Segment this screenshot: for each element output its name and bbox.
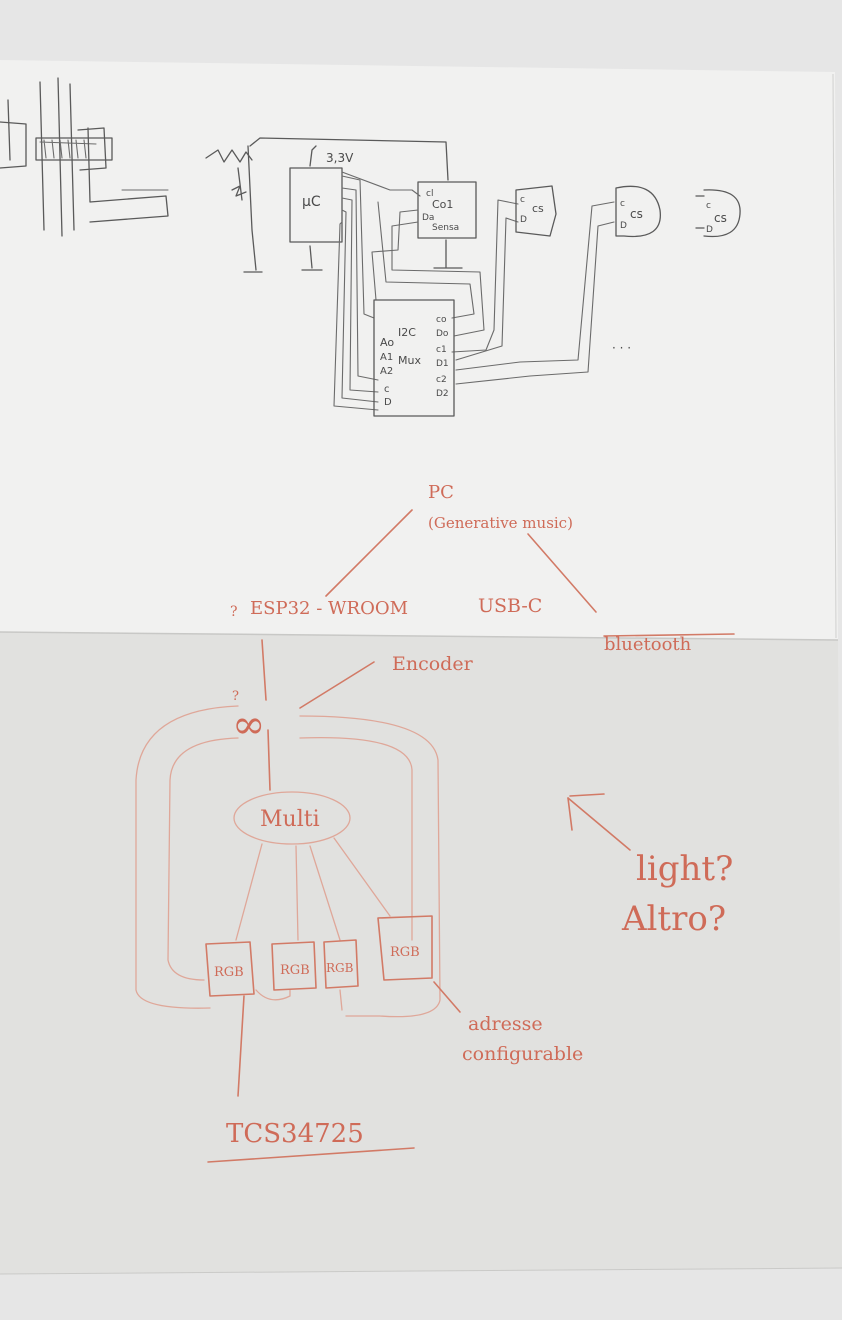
mux-pin-co: co: [436, 315, 447, 325]
tcs34725-label: TCS34725: [226, 1119, 364, 1149]
usb-c-label: USB-C: [478, 595, 542, 617]
tcs-c-label: cs: [714, 211, 727, 225]
tcs-c-pin-d: D: [706, 225, 713, 235]
multi-label: Multi: [260, 807, 320, 832]
mux-pin-a0: Ao: [380, 336, 394, 349]
tcs-a-pin-c: c: [520, 195, 525, 205]
infinity-symbol: ∞: [232, 702, 265, 748]
esp-question: ?: [230, 604, 238, 620]
mux-pin-d2: D2: [436, 389, 449, 399]
rgb-label-3: RGB: [326, 961, 354, 975]
system-labels: PC (Generative music) ? ESP32 - WROOM US…: [214, 482, 733, 1149]
rgb-label-1: RGB: [214, 965, 244, 980]
mux-pin-d: D: [384, 397, 392, 408]
tcs-b-pin-d: D: [620, 221, 627, 231]
mux-pin-a1: A1: [380, 352, 393, 363]
mux-label-i2c: I2C: [398, 326, 416, 339]
rgb-label-2: RGB: [280, 963, 310, 978]
bluetooth-label: bluetooth: [604, 634, 692, 655]
circuit-labels: 3,3V µC cl Co1 Da Sensa c D cs c D cs c …: [302, 151, 727, 408]
circuit-sketch: [205, 137, 741, 417]
esp32-label: ESP32 - WROOM: [250, 598, 408, 619]
sensor-pin-2: Co1: [432, 198, 453, 211]
pc-sub-label: (Generative music): [428, 514, 573, 532]
mux-label-mux: Mux: [398, 354, 421, 367]
tcs-a-pin-d: D: [520, 215, 527, 225]
mux-pin-c: c: [384, 384, 390, 395]
tcs-b-label: cs: [630, 207, 643, 221]
encoder-label: Encoder: [392, 653, 474, 675]
light-label: light?: [636, 849, 733, 889]
system-sketch: [135, 509, 735, 1163]
mux-pin-c2: c2: [436, 375, 447, 385]
mux-pin-c1: c1: [436, 345, 447, 355]
mux-pin-a2: A2: [380, 366, 393, 377]
supply-voltage-label: 3,3V: [326, 151, 354, 165]
tcs-b-pin-c: c: [620, 199, 625, 209]
pc-label: PC: [428, 482, 454, 503]
tcs-c-pin-c: c: [706, 201, 711, 211]
configurable-label: configurable: [462, 1043, 583, 1065]
altro-label: Altro?: [621, 899, 726, 939]
mux-pin-d1: D1: [436, 359, 449, 369]
sensor-label: Sensa: [432, 223, 459, 233]
sensor-pin-3: Da: [422, 213, 434, 223]
continuation-ellipsis: · · ·: [612, 341, 631, 355]
mechanical-sketch: [0, 77, 169, 237]
rgb-label-4: RGB: [390, 945, 420, 960]
microcontroller-label: µC: [302, 194, 321, 210]
tcs-a-label: cs: [532, 202, 544, 215]
adresse-label: adresse: [468, 1013, 543, 1035]
mux-pin-do: Do: [436, 329, 449, 339]
sensor-pin-1: cl: [426, 189, 433, 199]
encoder-question: ?: [232, 689, 239, 704]
